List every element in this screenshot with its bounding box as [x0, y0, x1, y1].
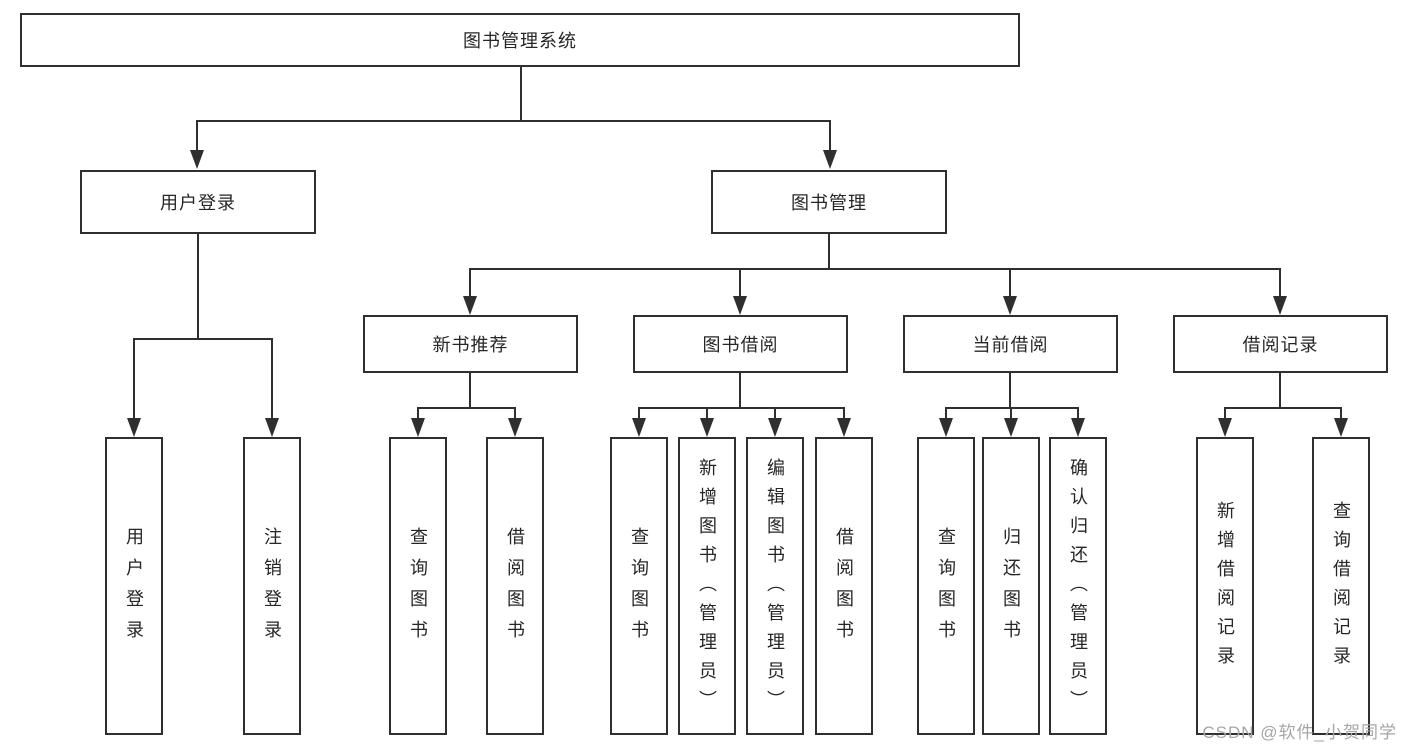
connector-current-branch — [945, 407, 1079, 409]
connector-leaf-stem — [514, 407, 516, 421]
arrow-down-icon — [1071, 418, 1085, 437]
node-query-books-borrow: 查询图书 — [610, 437, 668, 735]
node-label: 当前借阅 — [972, 335, 1049, 355]
connector-l3-stem — [469, 268, 471, 296]
watermark: CSDN @软件_小贺同学 — [1202, 723, 1397, 742]
arrow-down-icon — [939, 418, 953, 437]
node-return-book: 归还图书 — [982, 437, 1040, 735]
node-label: 确认归还（管理员） — [1068, 457, 1088, 719]
arrow-down-icon — [127, 418, 141, 437]
arrow-down-icon — [190, 150, 204, 169]
connector-recommend-branch — [417, 407, 516, 409]
connector-root-stem — [520, 67, 522, 120]
node-label: 图书借阅 — [702, 335, 779, 355]
connector-leaf-stem — [638, 407, 640, 421]
connector-borrow-stem — [739, 373, 741, 407]
arrow-down-icon — [411, 418, 425, 437]
arrow-down-icon — [700, 418, 714, 437]
node-label: 新增图书（管理员） — [697, 457, 717, 719]
node-label: 查询借阅记录 — [1331, 501, 1351, 675]
arrow-down-icon — [768, 418, 782, 437]
arrow-down-icon — [1218, 418, 1232, 437]
node-book-borrow: 图书借阅 — [633, 315, 848, 373]
arrow-down-icon — [632, 418, 646, 437]
node-label: 新增借阅记录 — [1215, 501, 1235, 675]
node-label: 查询图书 — [936, 527, 956, 651]
node-confirm-return-admin: 确认归还（管理员） — [1049, 437, 1107, 735]
arrow-down-icon — [837, 418, 851, 437]
node-label: 借阅图书 — [505, 527, 525, 651]
node-label: 新书推荐 — [432, 335, 509, 355]
node-label: 用户登录 — [124, 527, 144, 651]
node-label: 图书管理 — [791, 193, 867, 213]
node-label: 编辑图书（管理员） — [765, 457, 785, 719]
node-query-books-recommend: 查询图书 — [389, 437, 447, 735]
connector-leaf-stem — [706, 407, 708, 421]
connector-leaf-stem — [1224, 407, 1226, 421]
arrow-down-icon — [1004, 418, 1018, 437]
connector-leaf-stem — [1010, 407, 1012, 421]
connector-borrow-branch — [638, 407, 845, 409]
connector-leaf-stem — [417, 407, 419, 421]
connector-recommend-stem — [469, 373, 471, 407]
node-borrow-books-leaf: 借阅图书 — [815, 437, 873, 735]
node-label: 归还图书 — [1001, 527, 1021, 651]
node-label: 注销登录 — [262, 527, 282, 651]
node-query-books-current: 查询图书 — [917, 437, 975, 735]
arrow-down-icon — [463, 296, 477, 315]
arrow-down-icon — [823, 150, 837, 169]
connector-leaf-stem — [271, 338, 273, 420]
arrow-down-icon — [1003, 296, 1017, 315]
connector-l3-stem — [1279, 268, 1281, 296]
connector-login-stem — [197, 234, 199, 338]
node-label: 用户登录 — [160, 193, 236, 213]
node-add-book-admin: 新增图书（管理员） — [678, 437, 736, 735]
connector-login-branch — [133, 338, 273, 340]
connector-current-stem — [1009, 373, 1011, 407]
connector-root-branch — [196, 120, 831, 122]
connector-records-branch — [1224, 407, 1342, 409]
node-label: 借阅记录 — [1242, 335, 1319, 355]
connector-leaf-stem — [133, 338, 135, 420]
arrow-down-icon — [733, 296, 747, 315]
node-add-borrow-record: 新增借阅记录 — [1196, 437, 1254, 735]
node-label: 查询图书 — [629, 527, 649, 651]
connector-leaf-stem — [774, 407, 776, 421]
node-user-login: 用户登录 — [80, 170, 316, 234]
arrow-down-icon — [508, 418, 522, 437]
connector-leaf-stem — [1077, 407, 1079, 421]
node-borrow-records: 借阅记录 — [1173, 315, 1388, 373]
node-new-book-recommend: 新书推荐 — [363, 315, 578, 373]
node-book-management: 图书管理 — [711, 170, 947, 234]
arrow-down-icon — [265, 418, 279, 437]
connector-records-stem — [1279, 373, 1281, 407]
connector-l3-stem — [739, 268, 741, 296]
node-label: 查询图书 — [408, 527, 428, 651]
connector-mgmt-stem — [828, 234, 830, 268]
node-user-login-leaf: 用户登录 — [105, 437, 163, 735]
node-edit-book-admin: 编辑图书（管理员） — [746, 437, 804, 735]
node-borrow-books-recommend: 借阅图书 — [486, 437, 544, 735]
connector-mgmt-branch — [469, 268, 1281, 270]
node-label: 图书管理系统 — [463, 31, 577, 51]
node-logout: 注销登录 — [243, 437, 301, 735]
connector-book-mgmt-stem — [829, 120, 831, 152]
node-label: 借阅图书 — [834, 527, 854, 651]
connector-leaf-stem — [843, 407, 845, 421]
arrow-down-icon — [1273, 296, 1287, 315]
connector-leaf-stem — [1340, 407, 1342, 421]
node-current-borrow: 当前借阅 — [903, 315, 1118, 373]
node-query-borrow-record: 查询借阅记录 — [1312, 437, 1370, 735]
connector-l3-stem — [1009, 268, 1011, 296]
arrow-down-icon — [1334, 418, 1348, 437]
connector-leaf-stem — [945, 407, 947, 421]
node-library-management-system: 图书管理系统 — [20, 13, 1020, 67]
connector-user-login-stem — [196, 120, 198, 152]
